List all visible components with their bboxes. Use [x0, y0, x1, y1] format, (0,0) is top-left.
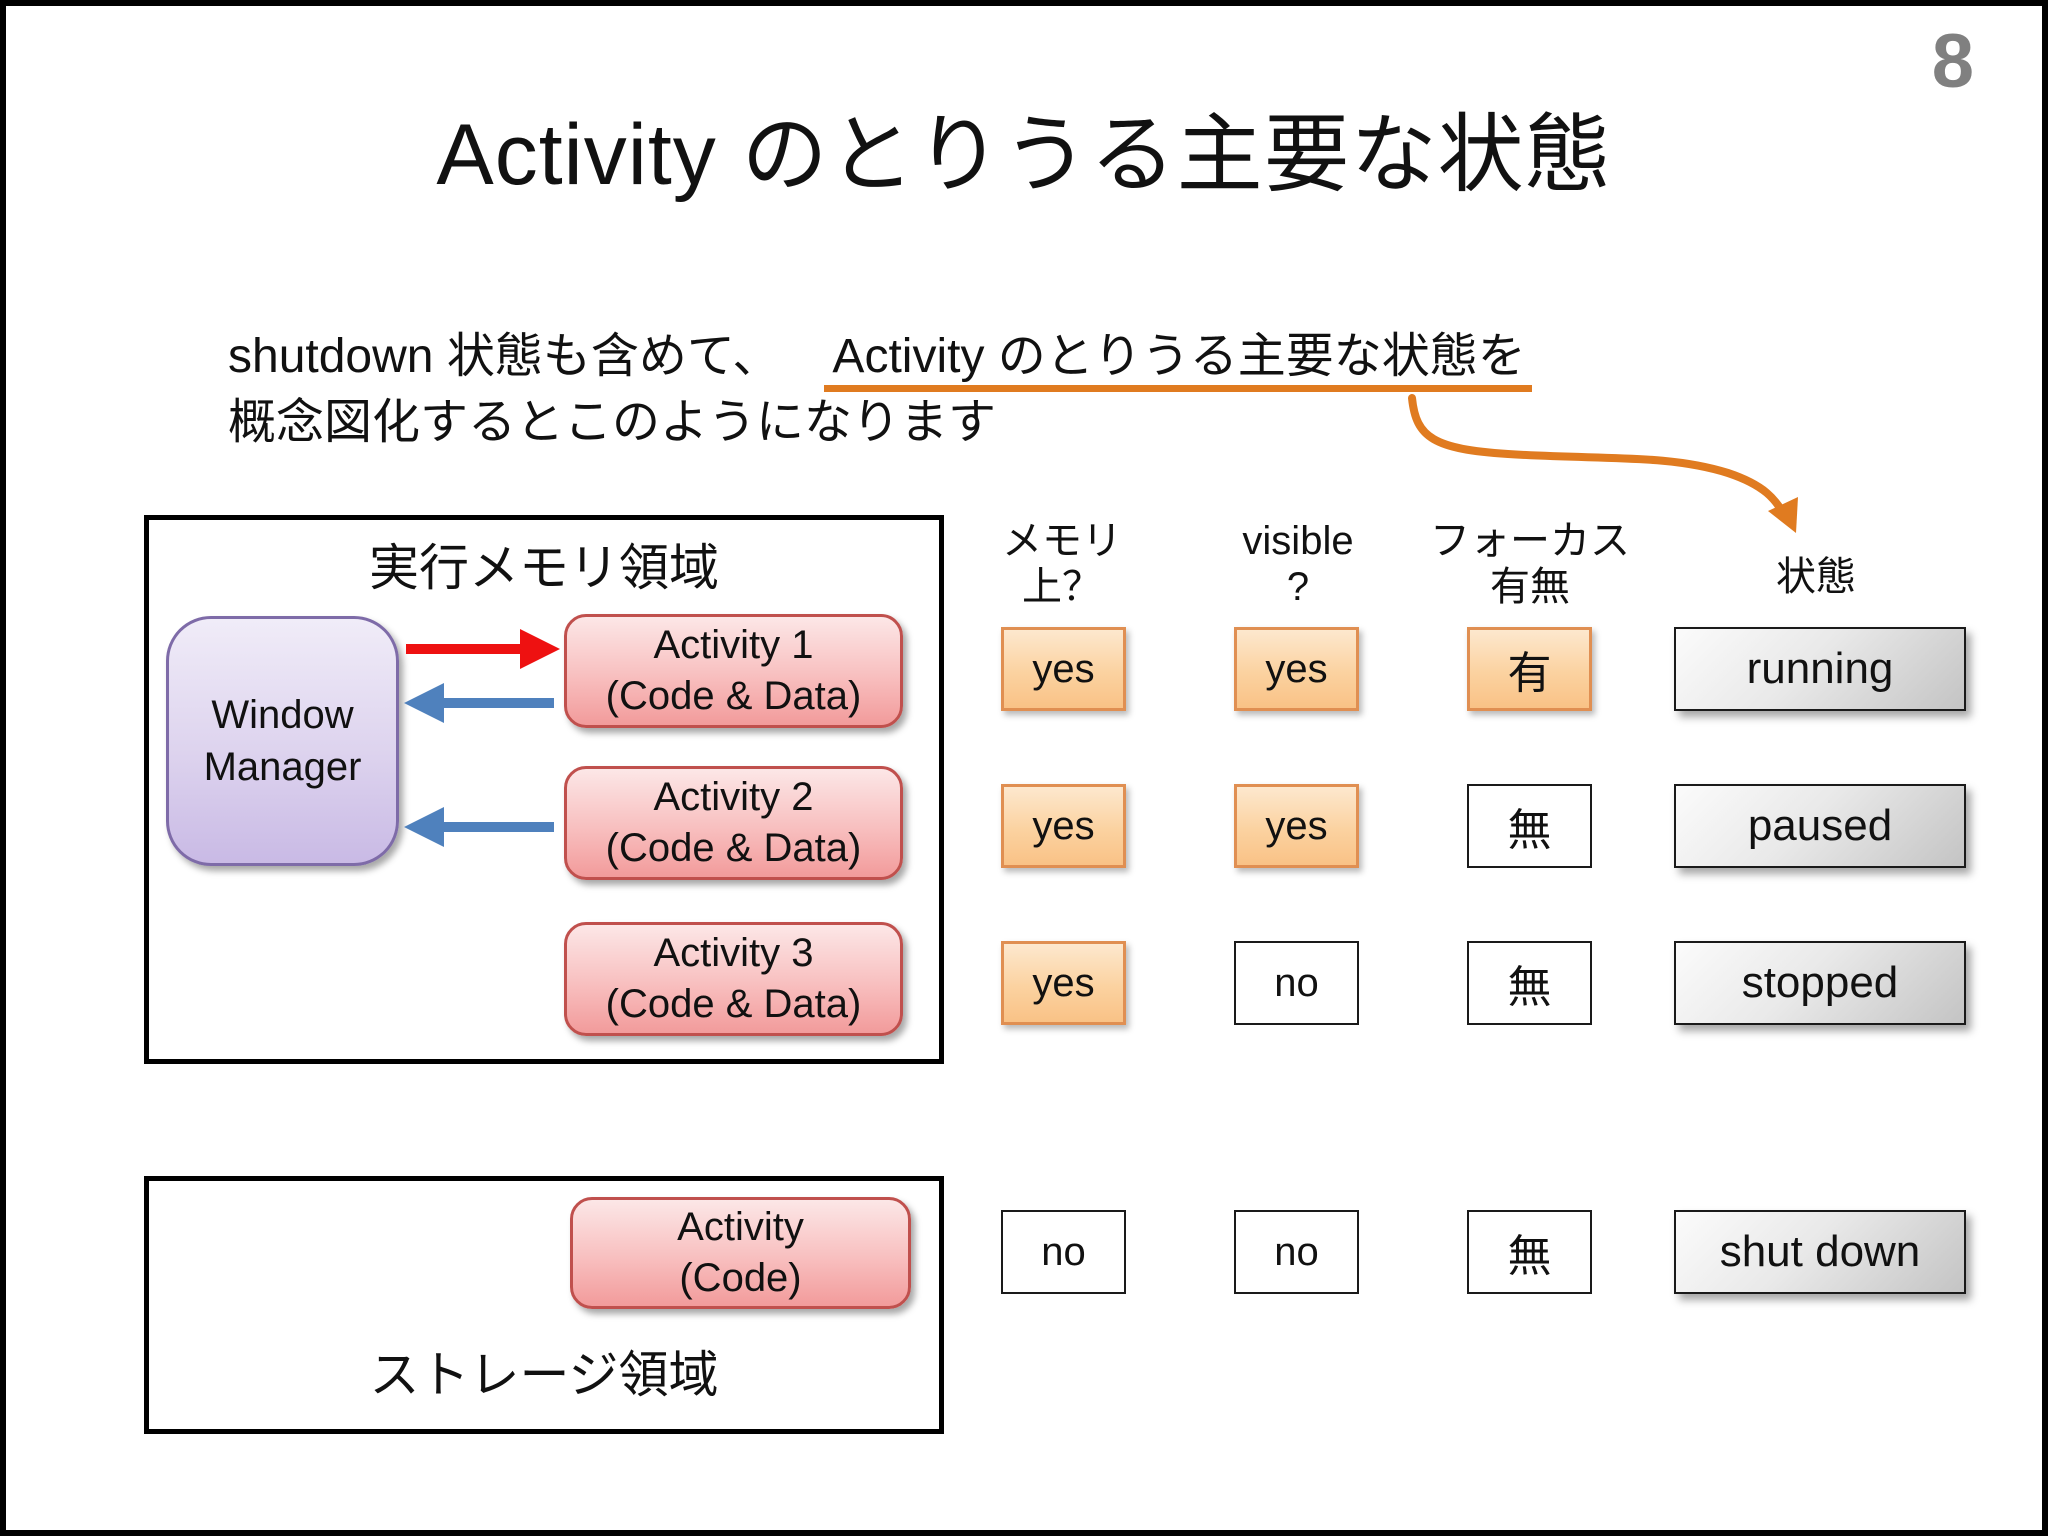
- activity-1-title: Activity 1: [653, 622, 814, 667]
- window-manager-box: Window Manager: [166, 616, 399, 866]
- column-header-memory-line1: メモリ: [1002, 519, 1122, 563]
- exec-memory-region-label: 実行メモリ領域: [369, 540, 719, 596]
- storage-region-label: ストレージ領域: [369, 1347, 719, 1403]
- cell-r3-focus: 無: [1467, 941, 1592, 1025]
- cell-r1-visible: yes: [1234, 627, 1359, 711]
- activity-2-title: Activity 2: [653, 774, 814, 819]
- activity-1-box: Activity 1 (Code & Data): [564, 614, 903, 728]
- cell-r1-state: running: [1674, 627, 1966, 711]
- cell-r1-focus: 有: [1467, 627, 1592, 711]
- cell-r1-memory: yes: [1001, 627, 1126, 711]
- column-header-memory-line2: 上？: [1022, 565, 1102, 609]
- column-header-visible: visible ?: [1178, 518, 1418, 610]
- activity-3-subtitle: (Code & Data): [605, 982, 862, 1026]
- cell-r2-memory: yes: [1001, 784, 1126, 868]
- column-header-visible-line2: ?: [1286, 565, 1310, 609]
- column-header-memory: メモリ 上？: [942, 518, 1182, 610]
- column-header-focus: フォーカス 有無: [1410, 518, 1650, 610]
- activity-storage-subtitle: (Code): [679, 1256, 802, 1300]
- activity-3-title: Activity 3: [653, 930, 814, 975]
- activity-2-box: Activity 2 (Code & Data): [564, 766, 903, 880]
- cell-r4-visible: no: [1234, 1210, 1359, 1294]
- activity-2-subtitle: (Code & Data): [605, 826, 862, 870]
- description-line1-prefix: shutdown 状態も含めて、: [228, 330, 781, 383]
- activity-3-box: Activity 3 (Code & Data): [564, 922, 903, 1036]
- activity-storage-title: Activity: [677, 1204, 804, 1249]
- activity-1-subtitle: (Code & Data): [605, 674, 862, 718]
- column-header-state: 状態: [1666, 554, 1966, 600]
- description-line2: 概念図化するとこのようになります: [228, 396, 997, 449]
- column-header-visible-line1: visible: [1242, 519, 1354, 563]
- column-header-focus-line2: 有無: [1490, 565, 1570, 609]
- description: shutdown 状態も含めて、 Activity のとりうる主要な状態を 概念図…: [228, 324, 1532, 456]
- slide-title: Activity のとりうる主要な状態: [436, 107, 1612, 203]
- cell-r2-focus: 無: [1467, 784, 1592, 868]
- column-header-focus-line1: フォーカス: [1430, 519, 1630, 563]
- cell-r4-state: shut down: [1674, 1210, 1966, 1294]
- cell-r3-visible: no: [1234, 941, 1359, 1025]
- column-header-state-line1: 状態: [1776, 555, 1856, 599]
- cell-r4-focus: 無: [1467, 1210, 1592, 1294]
- cell-r2-visible: yes: [1234, 784, 1359, 868]
- page-number: 8: [1931, 19, 1974, 104]
- cell-r3-state: stopped: [1674, 941, 1966, 1025]
- cell-r4-memory: no: [1001, 1210, 1126, 1294]
- description-line1-underlined: Activity のとりうる主要な状態を: [824, 330, 1532, 392]
- cell-r2-state: paused: [1674, 784, 1966, 868]
- cell-r3-memory: yes: [1001, 941, 1126, 1025]
- activity-storage-box: Activity (Code): [570, 1197, 911, 1309]
